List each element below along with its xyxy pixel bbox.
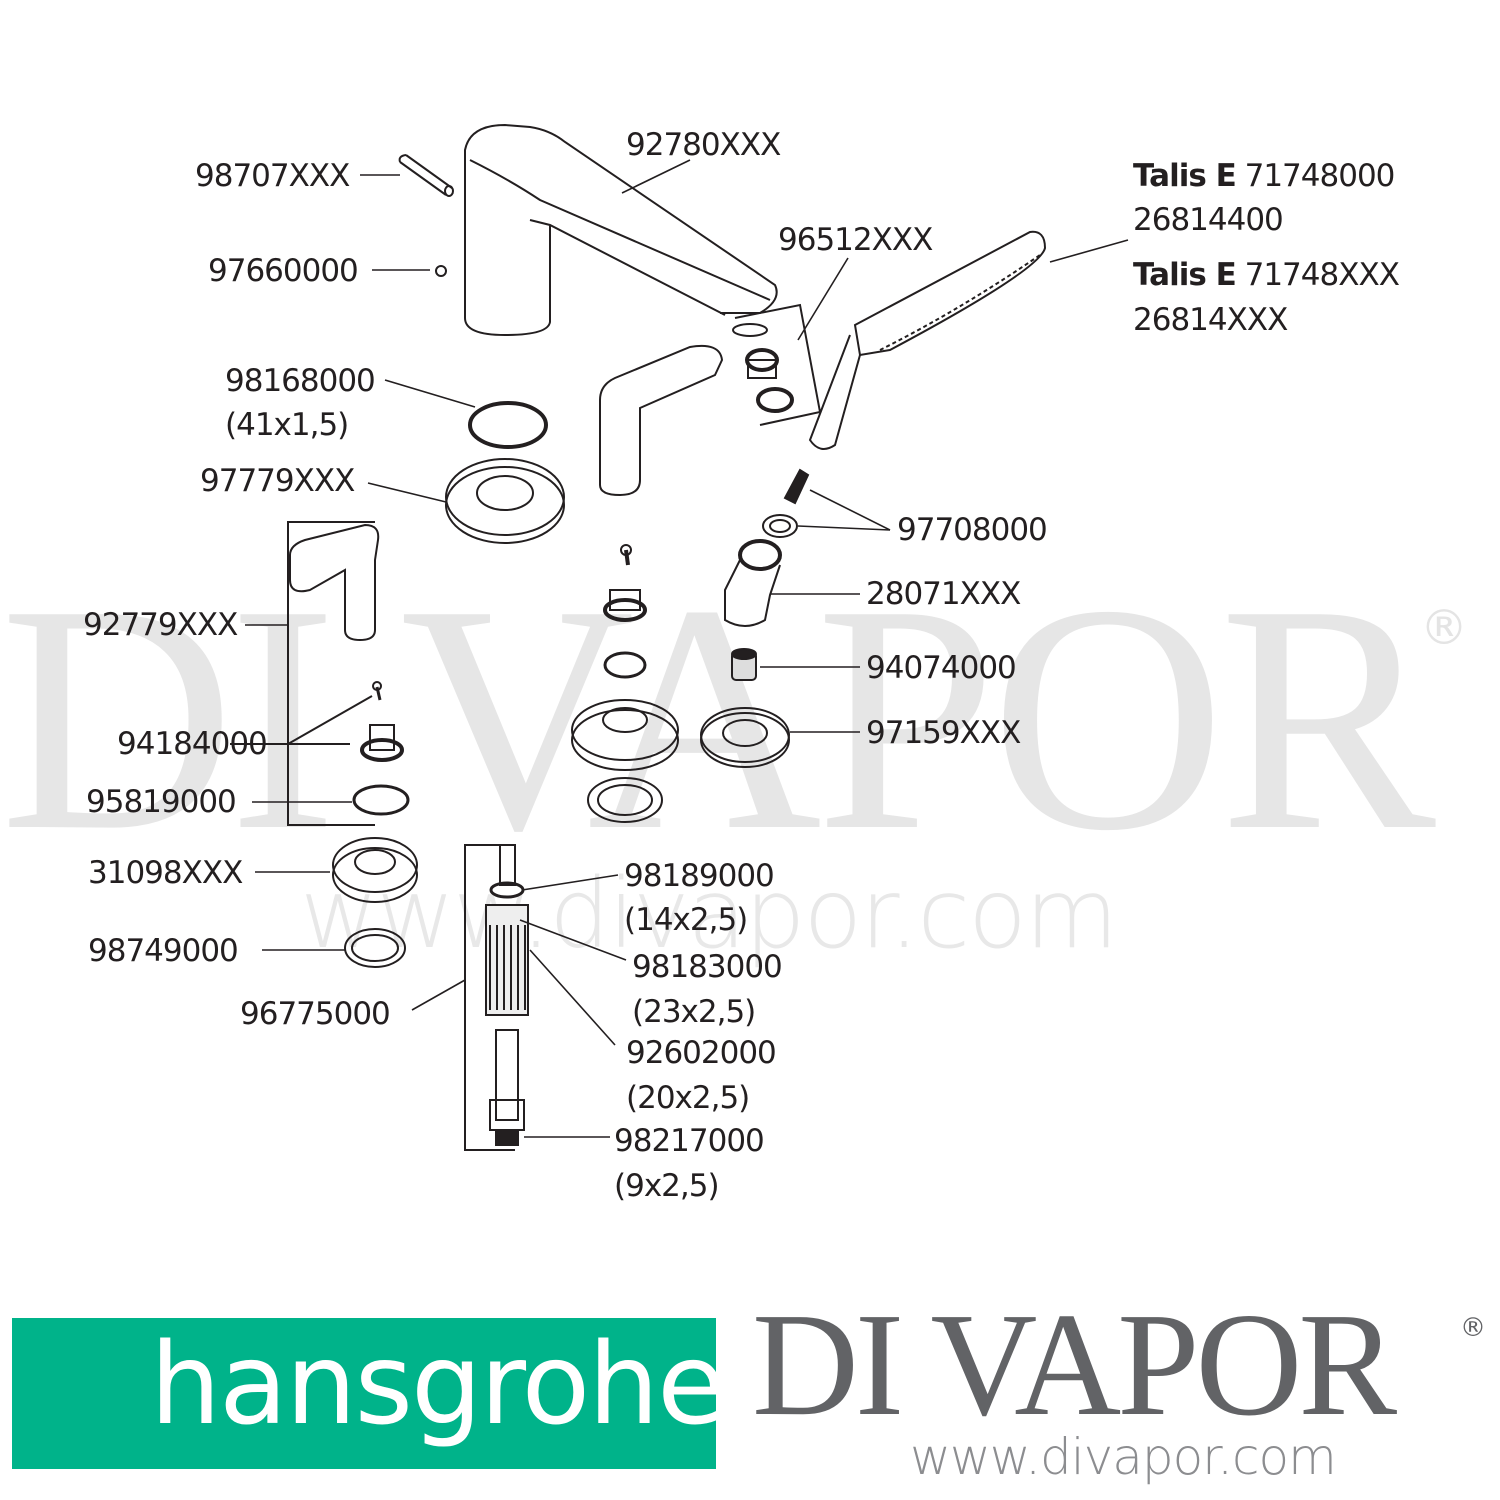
part-label-92602: 92602000 xyxy=(626,1035,777,1071)
hansgrohe-logo xyxy=(12,1318,716,1469)
product-label-talis-e-2: Talis E 71748XXX xyxy=(1133,257,1400,293)
product-label-26814400: 26814400 xyxy=(1133,202,1284,238)
product-label-26814xxx: 26814XXX xyxy=(1133,302,1288,338)
part-label-95819: 95819000 xyxy=(86,784,237,820)
hand-shower-part xyxy=(808,230,1047,450)
hansgrohe-logo-text: hansgrohe xyxy=(150,1320,726,1450)
part-label-98183: 98183000 xyxy=(632,949,783,985)
part-label-98217: 98217000 xyxy=(614,1123,765,1159)
diverter-handle-part xyxy=(599,344,724,497)
part-label-98189-size: (14x2,5) xyxy=(624,902,748,938)
center-cartridge-parts xyxy=(571,544,679,823)
part-label-97779: 97779XXX xyxy=(200,463,355,499)
flange-part xyxy=(700,707,790,768)
leader-lines xyxy=(245,159,1129,1138)
aerator-part xyxy=(732,303,822,426)
divapor-url: www.divapor.com xyxy=(910,1428,1337,1486)
spout-part xyxy=(464,123,778,337)
screw-washer-part xyxy=(762,468,810,538)
watermark-url: www.divapor.com xyxy=(300,858,1118,970)
part-label-98168: 98168000 xyxy=(225,363,376,399)
part-label-98189: 98189000 xyxy=(624,858,775,894)
part-label-97708: 97708000 xyxy=(897,512,1048,548)
pin-part xyxy=(398,154,454,197)
part-label-31098: 31098XXX xyxy=(88,855,243,891)
check-valve-part xyxy=(731,648,757,681)
product-label-talis-e-1: Talis E 71748000 xyxy=(1133,158,1395,194)
cartridge-part xyxy=(464,844,529,1151)
part-label-98168-size: (41x1,5) xyxy=(225,407,349,443)
base-rings xyxy=(332,837,418,968)
part-label-92779: 92779XXX xyxy=(83,607,238,643)
part-label-97159: 97159XXX xyxy=(866,715,1021,751)
part-label-97660: 97660000 xyxy=(208,253,359,289)
part-label-98183-size: (23x2,5) xyxy=(632,994,756,1030)
escutcheon-part xyxy=(445,458,565,544)
divapor-registered-mark: ® xyxy=(1460,1313,1486,1343)
grub-screw-part xyxy=(435,265,447,277)
part-label-94074: 94074000 xyxy=(866,650,1017,686)
part-label-98707: 98707XXX xyxy=(195,158,350,194)
part-label-98217-size: (9x2,5) xyxy=(614,1168,720,1204)
handle-group-bracket xyxy=(230,521,410,826)
part-label-28071: 28071XXX xyxy=(866,576,1021,612)
watermark-registered-mark: ® xyxy=(1420,600,1468,656)
part-label-94184: 94184000 xyxy=(117,726,268,762)
part-label-96775: 96775000 xyxy=(240,996,391,1032)
part-label-96512: 96512XXX xyxy=(778,222,933,258)
elbow-connector-part xyxy=(724,539,782,627)
part-label-92602-size: (20x2,5) xyxy=(626,1080,750,1116)
part-label-98749: 98749000 xyxy=(88,933,239,969)
divapor-logo: DI VAPOR xyxy=(752,1283,1397,1447)
o-ring-part xyxy=(468,401,548,449)
part-label-92780: 92780XXX xyxy=(626,127,781,163)
